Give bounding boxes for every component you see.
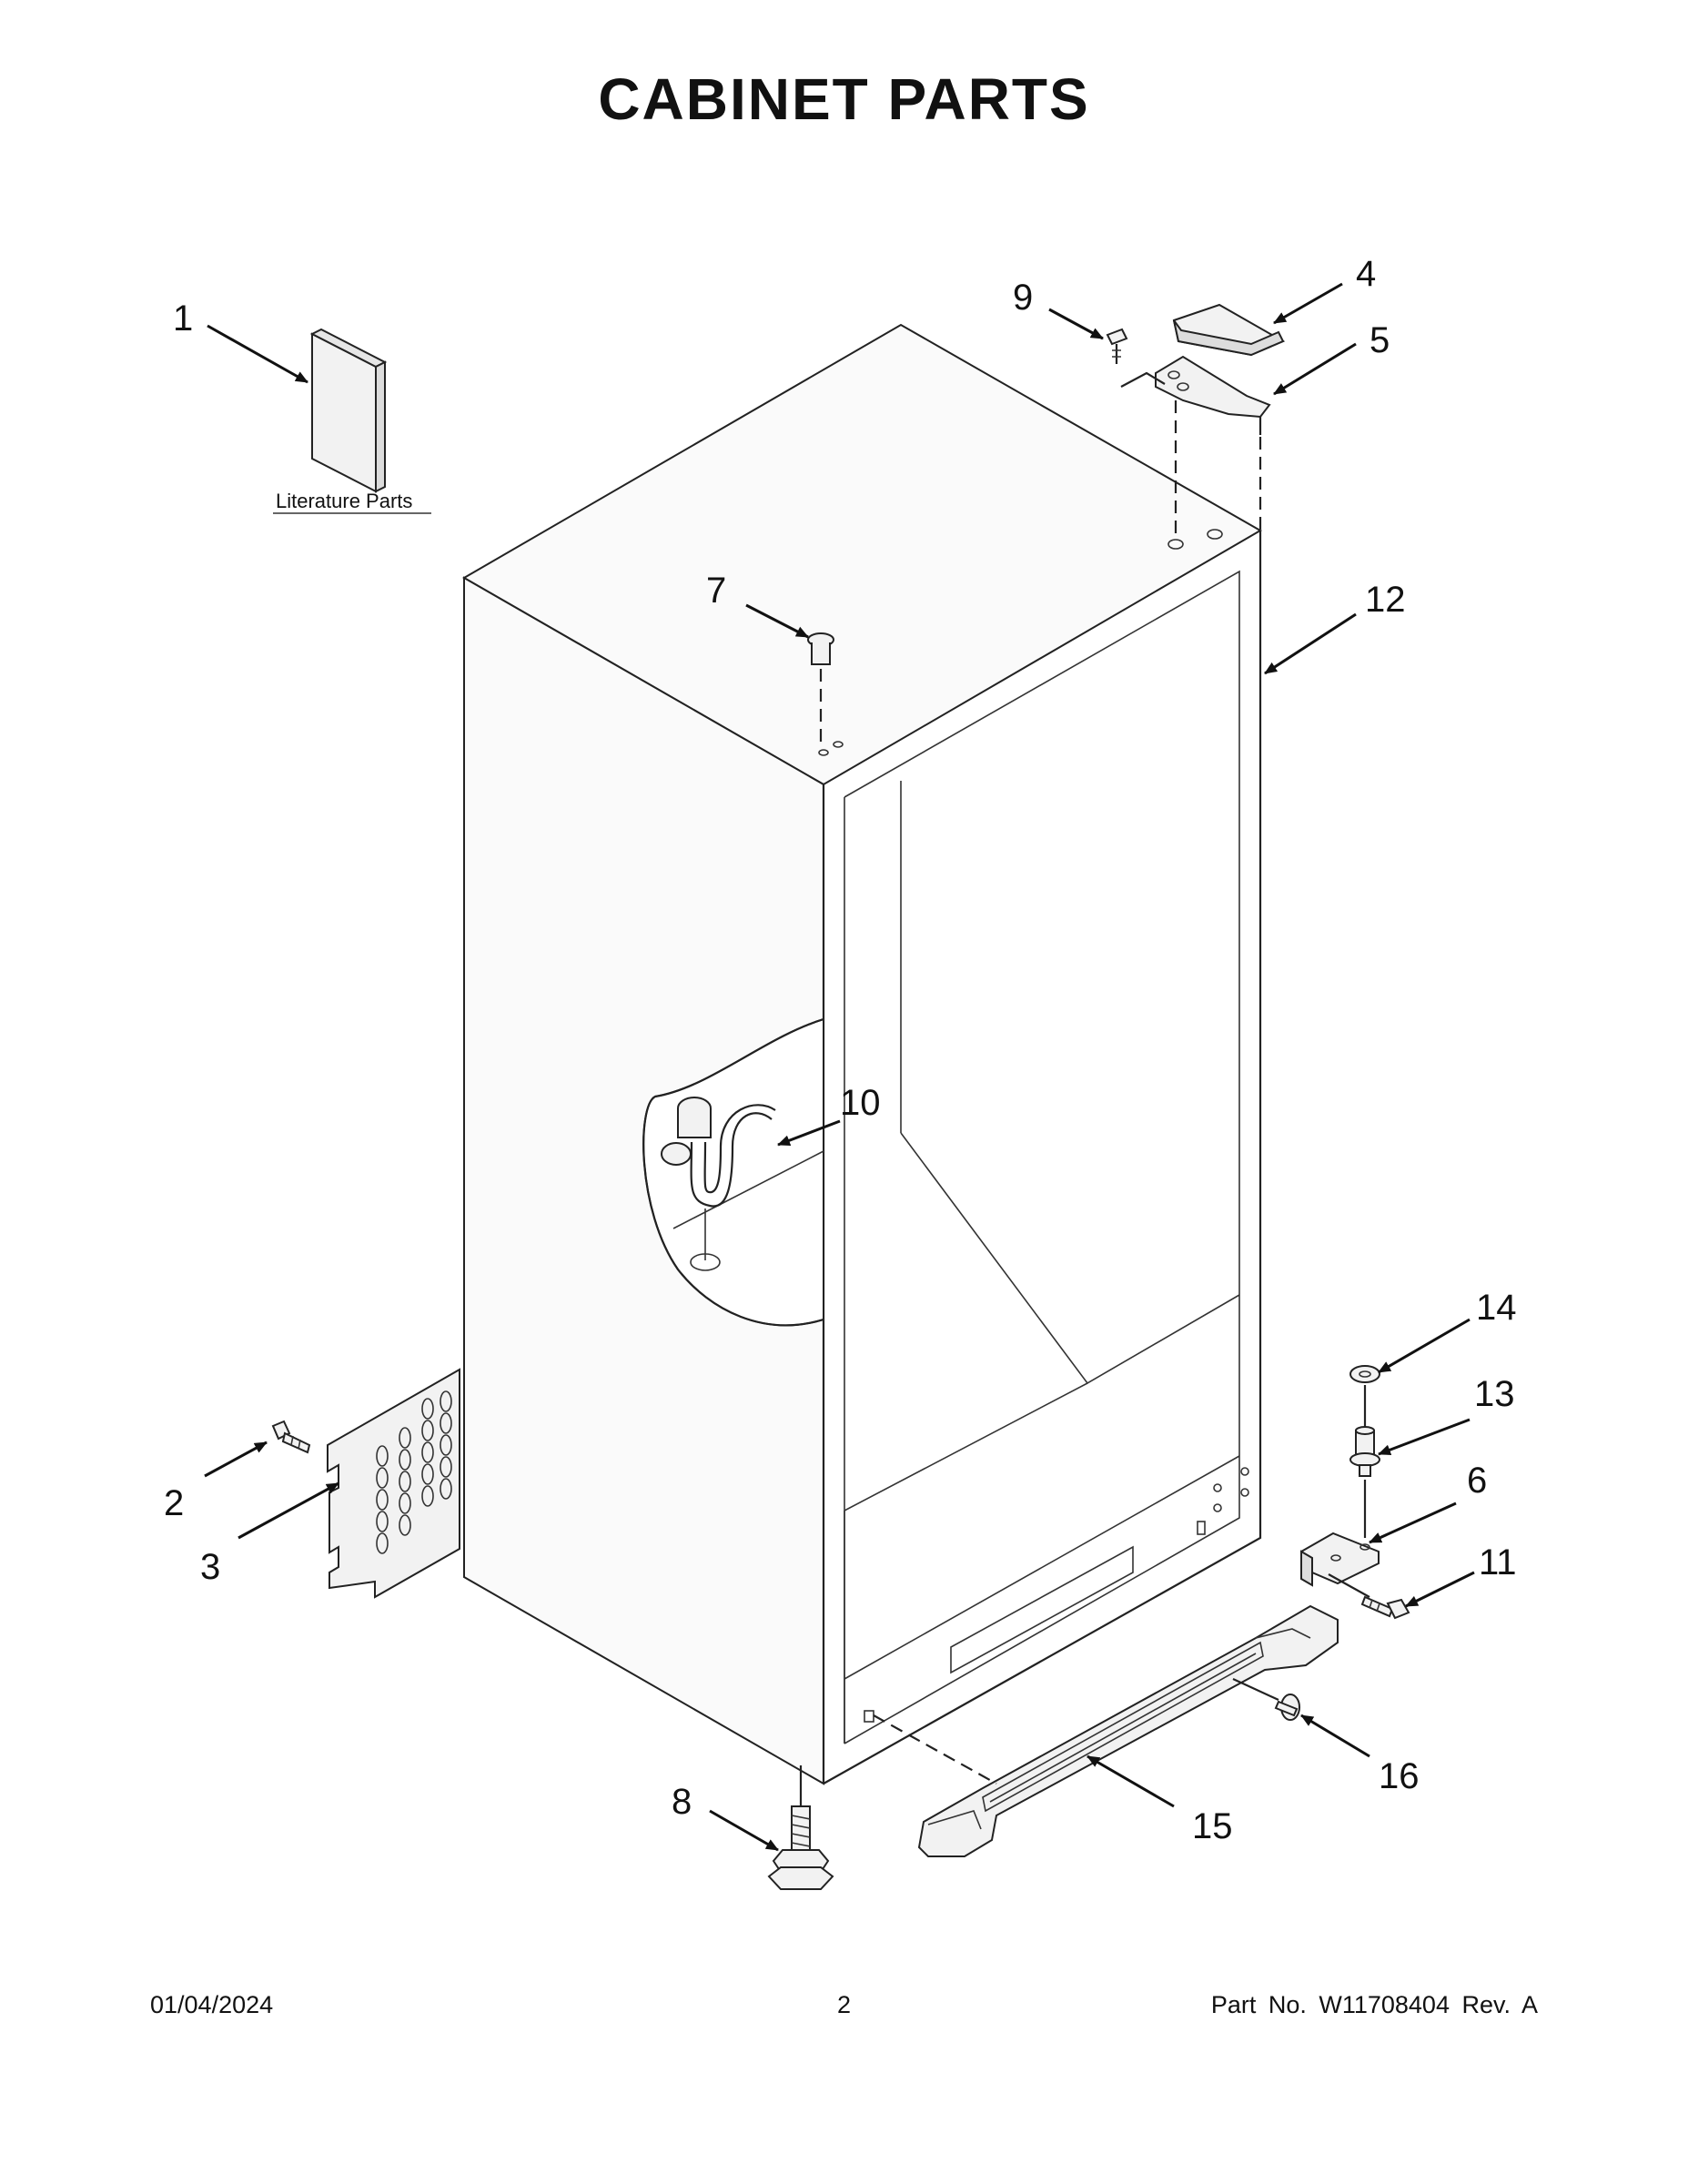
callout-16: 16 (1379, 1756, 1420, 1796)
hinge-screw-leader (1120, 371, 1166, 388)
callout-8: 8 (672, 1782, 692, 1822)
callout-3: 3 (200, 1547, 220, 1587)
footer-date: 01/04/2024 (150, 1991, 274, 2018)
callout-4: 4 (1356, 254, 1376, 294)
callout-15: 15 (1192, 1806, 1233, 1846)
callout-14: 14 (1476, 1288, 1517, 1328)
callout-arrows (204, 282, 1475, 1852)
rear-panel-part (327, 1368, 460, 1599)
callout-1: 1 (173, 298, 193, 339)
page-title: CABINET PARTS (598, 66, 1090, 132)
top-hinge-part (1155, 355, 1271, 435)
callout-13: 13 (1474, 1374, 1515, 1414)
footer-page-number: 2 (836, 1991, 852, 2018)
hinge-cover-part (1172, 303, 1286, 357)
callout-7: 7 (706, 571, 726, 611)
callout-10: 10 (840, 1083, 881, 1123)
hinge-screw-part (1106, 328, 1128, 364)
hinge-bolt-part (1360, 1595, 1410, 1620)
callout-12: 12 (1365, 580, 1406, 620)
top-plug-part (807, 632, 834, 665)
leveling-leg-part (767, 1805, 834, 1890)
kick-screw-leader (1232, 1678, 1279, 1701)
footer-part-number: Part No. W11708404 Rev. A (1210, 1991, 1538, 2018)
callout-2: 2 (164, 1483, 184, 1523)
callout-11: 11 (1479, 1542, 1517, 1582)
kick-plate-part (917, 1604, 1339, 1857)
callout-9: 9 (1013, 278, 1033, 318)
kick-plate-screw-part (1274, 1694, 1300, 1721)
bottom-hinge-part (1299, 1532, 1380, 1587)
cabinet-body (461, 323, 1263, 1785)
hinge-pin-part (1349, 1426, 1380, 1477)
callout-5: 5 (1370, 320, 1390, 360)
rear-panel-screw-part (271, 1420, 311, 1454)
hinge-washer-part (1349, 1365, 1380, 1383)
callout-6: 6 (1467, 1461, 1487, 1501)
drain-cutaway (642, 1017, 824, 1327)
literature-parts (309, 328, 388, 493)
drain-hose-part (661, 1097, 776, 1260)
kick-plate-dash (873, 1714, 997, 1785)
literature-parts-label: Literature Parts (276, 490, 412, 512)
hinge-screw-leader-2 (1328, 1573, 1370, 1598)
